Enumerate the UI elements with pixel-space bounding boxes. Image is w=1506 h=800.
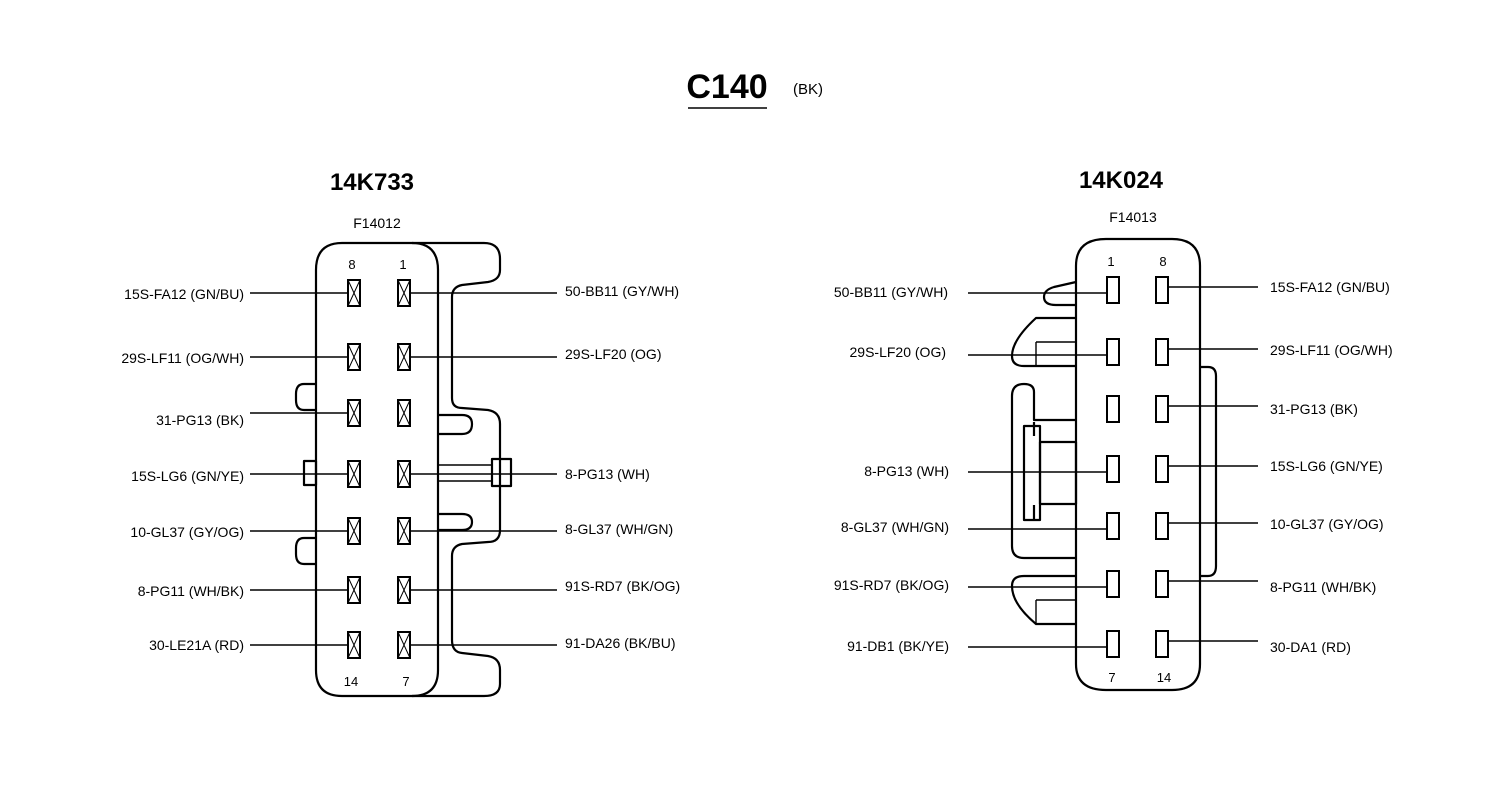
right-pin-numbers: 1 8 7 14 [1107,254,1171,685]
wire-label: 91S-RD7 (BK/OG) [565,578,680,594]
terminal-cavity [347,631,361,659]
right-pins [1106,276,1169,658]
wire-label: 31-PG13 (BK) [156,412,244,428]
wire-label: 31-PG13 (BK) [1270,401,1358,417]
wire-label: 15S-FA12 (GN/BU) [1270,279,1390,295]
wire-label: 8-PG11 (WH/BK) [1270,579,1376,595]
wire-label: 8-PG11 (WH/BK) [138,583,244,599]
terminal-cavity [347,517,361,545]
pin-number-1: 1 [1107,254,1114,269]
diagram-title: C140 [686,68,767,106]
left-wires [250,292,557,646]
right-connector-body [1010,237,1218,692]
wire-label: 8-PG13 (WH) [864,463,949,479]
terminal-cavity [1155,338,1169,366]
wire-label: 29S-LF11 (OG/WH) [1270,342,1393,358]
terminal-cavity [347,279,361,307]
pin-number-8: 8 [348,257,355,272]
wire-label: 8-GL37 (WH/GN) [565,521,673,537]
wire-label: 8-GL37 (WH/GN) [841,519,949,535]
terminal-cavity [1106,338,1120,366]
terminal-cavity [1106,395,1120,423]
pin-number-8: 8 [1159,254,1166,269]
wire-label: 15S-LG6 (GN/YE) [1270,458,1383,474]
terminal-cavity [1106,276,1120,304]
right-labels-left: 50-BB11 (GY/WH) 29S-LF20 (OG) 8-PG13 (WH… [834,284,949,654]
pin-number-7: 7 [402,674,409,689]
wire-label: 30-DA1 (RD) [1270,639,1351,655]
wire-label: 91-DB1 (BK/YE) [847,638,949,654]
terminal-cavity [347,576,361,604]
pin-number-1: 1 [399,257,406,272]
wire-label: 29S-LF20 (OG) [565,346,661,362]
right-labels-right: 15S-FA12 (GN/BU) 29S-LF11 (OG/WH) 31-PG1… [1270,279,1393,655]
left-labels-left: 15S-FA12 (GN/BU) 29S-LF11 (OG/WH) 31-PG1… [121,286,244,653]
terminal-cavity [1155,570,1169,598]
terminal-cavity [1106,570,1120,598]
terminal-cavity [347,343,361,371]
wire-label: 50-BB11 (GY/WH) [834,284,948,300]
pin-number-14: 14 [1157,670,1171,685]
terminal-cavity [397,399,411,427]
right-part-number: 14K024 [1079,167,1164,194]
terminal-cavity [1106,512,1120,540]
wire-label: 10-GL37 (GY/OG) [1270,516,1384,532]
wire-label: 30-LE21A (RD) [149,637,244,653]
color-code: (BK) [793,81,823,98]
left-part-number: 14K733 [330,169,414,196]
left-pin-numbers: 8 1 14 7 [344,257,410,689]
wire-label: 15S-FA12 (GN/BU) [124,286,244,302]
right-code: F14013 [1109,209,1157,225]
terminal-cavity [347,399,361,427]
terminal-cavity [1155,395,1169,423]
pin-number-14: 14 [344,674,358,689]
left-connector: 14K733 F14012 8 1 14 7 [121,169,680,698]
wire-label: 15S-LG6 (GN/YE) [131,468,244,484]
terminal-cavity [397,343,411,371]
left-code: F14012 [353,215,401,231]
terminal-cavity [1106,455,1120,483]
terminal-cavity [1155,630,1169,658]
terminal-cavity [1155,512,1169,540]
terminal-cavity [1155,455,1169,483]
terminal-cavity [397,631,411,659]
left-pins [347,279,411,659]
wire-label: 29S-LF20 (OG) [850,344,946,360]
right-wires [968,286,1258,648]
terminal-cavity [347,460,361,488]
wire-label: 91S-RD7 (BK/OG) [834,577,949,593]
wire-label: 91-DA26 (BK/BU) [565,635,675,651]
left-connector-body [294,241,513,698]
wire-label: 50-BB11 (GY/WH) [565,283,679,299]
terminal-cavity [1155,276,1169,304]
right-connector: 14K024 F14013 1 8 7 [834,167,1393,692]
wire-label: 29S-LF11 (OG/WH) [121,350,244,366]
terminal-cavity [1106,630,1120,658]
pin-number-7: 7 [1108,670,1115,685]
terminal-cavity [397,576,411,604]
wire-label: 8-PG13 (WH) [565,466,650,482]
terminal-cavity [397,279,411,307]
left-labels-right: 50-BB11 (GY/WH) 29S-LF20 (OG) 8-PG13 (WH… [565,283,680,651]
terminal-cavity [397,517,411,545]
wire-label: 10-GL37 (GY/OG) [130,524,244,540]
terminal-cavity [397,460,411,488]
